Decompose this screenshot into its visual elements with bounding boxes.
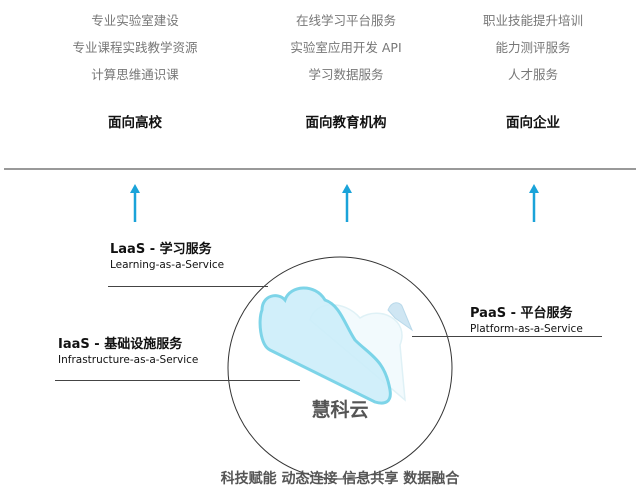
laas-label: LaaS - 学习服务 Learning-as-a-Service [110,238,224,271]
iaas-label: IaaS - 基础设施服务 Infrastructure-as-a-Servic… [58,333,198,366]
service-item: 专业实验室建设 [91,13,179,28]
arrow-up-icon [342,184,352,222]
iaas-title: IaaS - 基础设施服务 [58,337,183,352]
paas-label: PaaS - 平台服务 Platform-as-a-Service [470,302,583,335]
iaas-leader-line [55,380,300,381]
cloud-name: 慧科云 [311,399,369,421]
laas-title: LaaS - 学习服务 [110,242,212,257]
column-heading: 面向高校 [108,115,162,131]
paas-subtitle: Platform-as-a-Service [470,323,583,335]
column-heading: 面向教育机构 [305,115,387,131]
column-education-institutions: 在线学习平台服务 实验室应用开发 API 学习数据服务 面向教育机构 [246,10,446,131]
service-item: 在线学习平台服务 [295,13,396,28]
paas-title: PaaS - 平台服务 [470,306,573,321]
service-item: 学习数据服务 [308,67,384,82]
paas-leader-line [412,336,602,337]
laas-subtitle: Learning-as-a-Service [110,259,225,271]
divider-line [4,168,636,170]
column-heading: 面向企业 [506,115,560,131]
cloud-icon [258,286,414,405]
arrow-up-icon [529,184,539,222]
laas-leader-line [108,286,268,287]
service-item: 专业课程实践教学资源 [72,40,198,55]
column-enterprises: 职业技能提升培训 能力测评服务 人才服务 面向企业 [433,10,633,131]
service-item: 能力测评服务 [495,40,571,55]
iaas-subtitle: Infrastructure-as-a-Service [58,354,199,366]
arrow-up-icon [130,184,140,222]
platform-circle [227,256,453,480]
service-item: 实验室应用开发 API [290,40,402,55]
service-item: 计算思维通识课 [91,67,179,82]
column-universities: 专业实验室建设 专业课程实践教学资源 计算思维通识课 面向高校 [35,10,235,131]
tagline: 科技赋能 动态连接 信息共享 数据融合 [220,471,460,487]
service-item: 人才服务 [507,67,558,82]
service-item: 职业技能提升培训 [482,13,583,28]
